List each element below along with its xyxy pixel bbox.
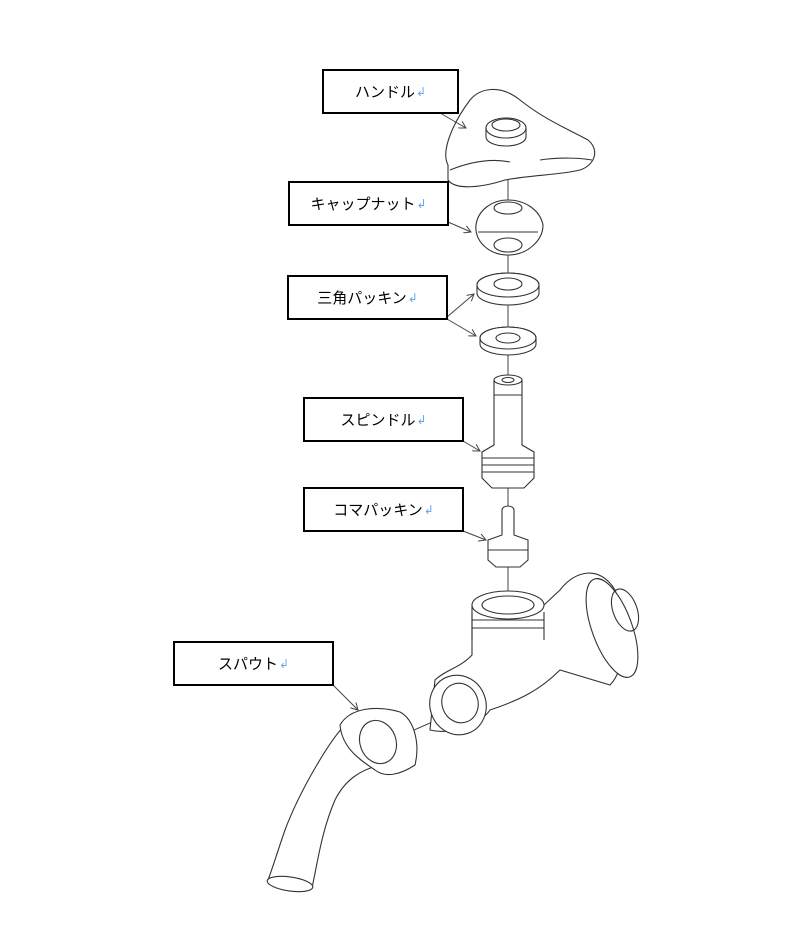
spout-part [266, 707, 418, 893]
label-cap-nut: キャップナット↲ [288, 181, 449, 226]
faucet-body-part [429, 572, 640, 736]
label-top-packing: コマパッキン↲ [303, 487, 464, 532]
label-text: スパウト [217, 655, 278, 673]
label-triangle-packing: 三角パッキン↲ [287, 275, 448, 320]
cap-nut-part [475, 199, 544, 256]
leader-cap-nut [447, 221, 471, 232]
leader-top-packing [462, 530, 486, 540]
top-packing-part [487, 505, 529, 568]
triangle-packing-lower [479, 326, 537, 356]
label-text: キャップナット [310, 195, 416, 213]
leader-handle [439, 112, 466, 128]
label-text: コマパッキン [333, 501, 423, 519]
label-text: スピンドル [340, 411, 416, 429]
label-text: 三角パッキン [317, 289, 407, 307]
triangle-packing-upper [476, 272, 540, 306]
leader-packing-upper [446, 294, 474, 318]
paragraph-mark-icon: ↲ [423, 502, 434, 517]
paragraph-mark-icon: ↲ [407, 290, 418, 305]
leader-packing-lower [446, 318, 476, 336]
label-text: ハンドル [354, 83, 415, 101]
spindle-part [481, 374, 535, 489]
paragraph-mark-icon: ↲ [415, 84, 427, 99]
paragraph-mark-icon: ↲ [278, 656, 290, 671]
paragraph-mark-icon: ↲ [416, 196, 427, 211]
leader-spout [332, 684, 358, 710]
label-spout: スパウト↲ [173, 641, 334, 686]
label-handle: ハンドル↲ [322, 69, 459, 114]
handle-part [445, 88, 596, 188]
label-spindle: スピンドル↲ [303, 397, 464, 442]
paragraph-mark-icon: ↲ [416, 412, 427, 427]
leader-spindle [462, 440, 480, 451]
